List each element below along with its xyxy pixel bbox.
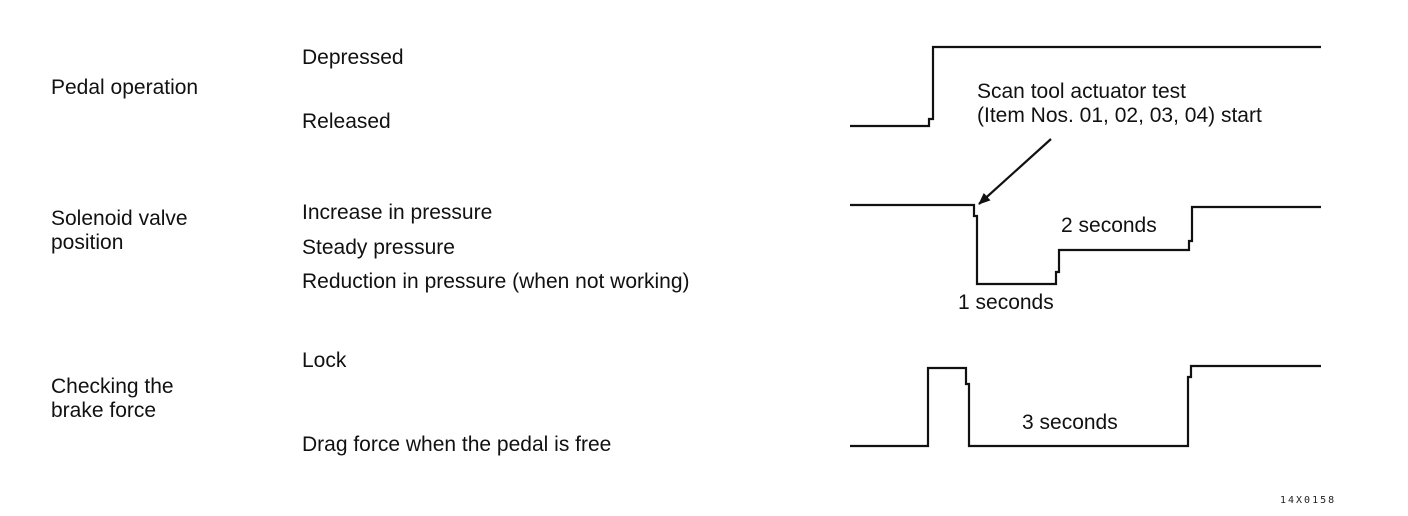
annotation-three-seconds: 3 seconds (1022, 411, 1118, 434)
state-depressed: Depressed (302, 46, 404, 69)
annotation-two-seconds: 2 seconds (1061, 214, 1157, 237)
row-label-solenoid-valve-position: Solenoid valve position (51, 207, 188, 254)
annotation-actuator-test-start: Scan tool actuator test (Item Nos. 01, 0… (977, 80, 1262, 127)
annotation-one-second: 1 seconds (958, 291, 1054, 314)
state-drag-force: Drag force when the pedal is free (302, 433, 612, 456)
state-steady-pressure: Steady pressure (302, 236, 455, 259)
solenoid-valve-waveform (850, 203, 1321, 286)
brake-force-waveform (850, 364, 1321, 448)
figure-code: 14X0158 (1280, 495, 1337, 506)
state-reduction-in-pressure: Reduction in pressure (when not working) (302, 270, 690, 293)
row-label-pedal-operation: Pedal operation (51, 76, 199, 99)
state-released: Released (302, 110, 391, 133)
row-label-checking-brake-force: Checking the brake force (51, 375, 174, 422)
state-increase-in-pressure: Increase in pressure (302, 201, 493, 224)
pedal-operation-waveform (850, 45, 1321, 128)
state-lock: Lock (302, 349, 347, 372)
actuator-test-pointer-arrow (978, 138, 1052, 205)
